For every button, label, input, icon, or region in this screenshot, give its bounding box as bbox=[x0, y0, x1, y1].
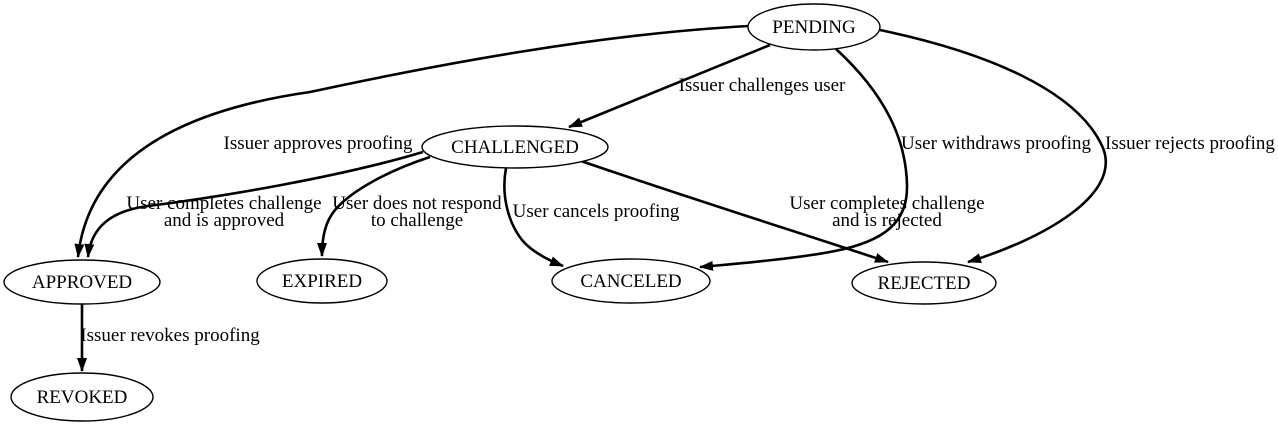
edge-challenged-expired-path bbox=[317, 155, 431, 257]
edges-layer bbox=[74, 24, 1107, 372]
node-canceled-ellipse bbox=[551, 258, 711, 304]
edge-label-user-does-not-respond-line1: User does not respond bbox=[332, 193, 502, 214]
node-revoked: REVOKED bbox=[10, 372, 154, 422]
edge-label-user-withdraws-proofing: User withdraws proofing bbox=[901, 133, 1091, 154]
node-pending-ellipse bbox=[747, 3, 881, 51]
node-approved: APPROVED bbox=[3, 259, 161, 305]
edge-label-user-completes-challenge-approved-line1: User completes challenge bbox=[126, 193, 321, 214]
edge-label-issuer-approves-proofing: Issuer approves proofing bbox=[224, 133, 413, 154]
edge-challenged-canceled-path bbox=[503, 167, 564, 268]
node-expired: EXPIRED bbox=[256, 258, 388, 304]
nodes-layer: PENDING CHALLENGED APPROVED EXPIRED CANC… bbox=[3, 3, 997, 422]
node-pending-label: PENDING bbox=[772, 17, 856, 38]
node-revoked-label: REVOKED bbox=[37, 387, 128, 408]
node-rejected-label: REJECTED bbox=[878, 273, 971, 294]
edge-pending-challenged-path bbox=[568, 43, 771, 129]
node-canceled-label: CANCELED bbox=[580, 271, 681, 292]
node-rejected-ellipse bbox=[851, 261, 997, 305]
node-challenged-label: CHALLENGED bbox=[451, 137, 579, 158]
edge-label-user-does-not-respond-line2: to challenge bbox=[371, 210, 463, 231]
edge-pending-approved-path bbox=[74, 24, 750, 258]
edge-pending-rejected-path bbox=[879, 28, 1107, 264]
node-revoked-ellipse bbox=[10, 372, 154, 422]
edge-label-issuer-challenges-user: Issuer challenges user bbox=[679, 75, 846, 96]
edge-label-user-completes-challenge-rejected-line1: User completes challenge bbox=[789, 193, 984, 214]
node-approved-label: APPROVED bbox=[32, 272, 132, 293]
edge-labels-layer: Issuer challenges user Issuer approves p… bbox=[80, 75, 1275, 346]
edge-label-user-completes-challenge-approved-line2: and is approved bbox=[164, 210, 285, 231]
edge-challenged-rejected-path bbox=[580, 159, 889, 264]
node-approved-ellipse bbox=[3, 259, 161, 305]
node-challenged-ellipse bbox=[421, 125, 609, 169]
node-expired-label: EXPIRED bbox=[282, 271, 362, 292]
edge-pending-canceled-path bbox=[699, 48, 909, 271]
edge-label-issuer-revokes-proofing: Issuer revokes proofing bbox=[80, 325, 260, 346]
node-challenged: CHALLENGED bbox=[421, 125, 609, 169]
node-pending: PENDING bbox=[747, 3, 881, 51]
node-expired-ellipse bbox=[256, 258, 388, 304]
edge-label-user-cancels-proofing: User cancels proofing bbox=[513, 201, 680, 222]
edge-label-issuer-rejects-proofing: Issuer rejects proofing bbox=[1105, 133, 1275, 154]
edge-label-user-completes-challenge-rejected-line2: and is rejected bbox=[832, 210, 942, 231]
edge-challenged-approved-path bbox=[84, 150, 424, 258]
node-rejected: REJECTED bbox=[851, 261, 997, 305]
node-canceled: CANCELED bbox=[551, 258, 711, 304]
